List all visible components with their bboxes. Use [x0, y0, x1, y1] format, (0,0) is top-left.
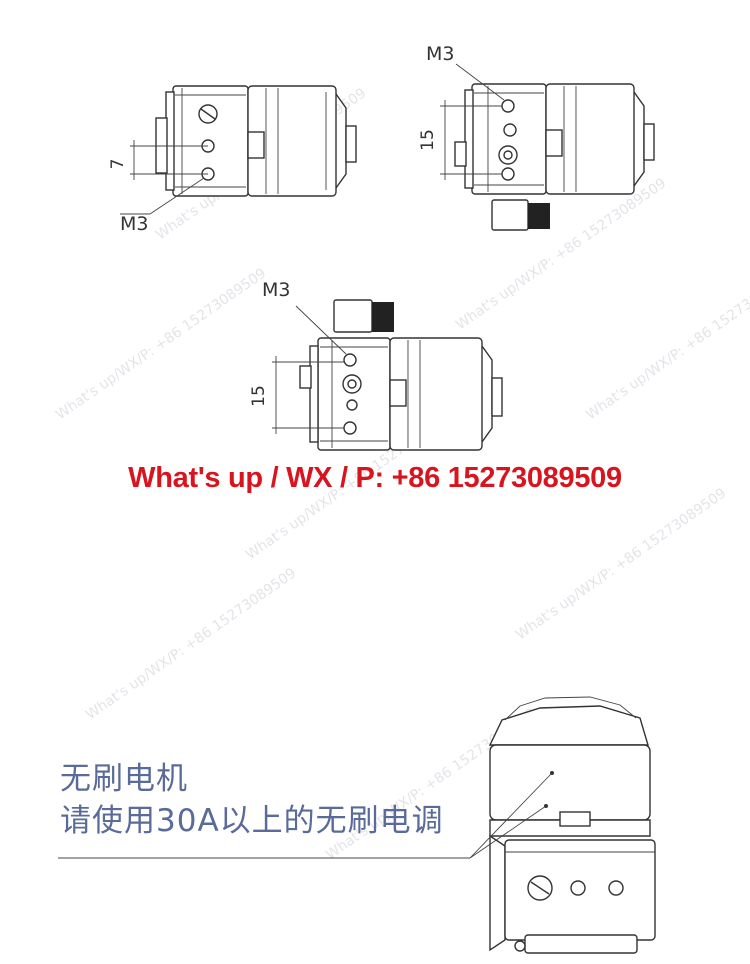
note-line-1: 无刷电机: [60, 761, 188, 797]
m3-callout: M3: [426, 43, 454, 65]
motor-note: 无刷电机 请使用30A以上的无刷电调: [60, 758, 444, 842]
watermark: What's up/WX/P: +86 15273089509: [83, 565, 299, 723]
motor-drawing-top-right: 15 M3: [418, 43, 655, 231]
m3-callout: M3: [120, 213, 148, 235]
watermark: What's up/WX/P: +86 15273089509: [583, 265, 750, 423]
motor-drawing-middle: 15 M3: [249, 279, 503, 451]
motor-perspective-bottom: [58, 696, 656, 954]
note-line-2: 请使用30A以上的无刷电调: [60, 803, 444, 839]
dim-label: 7: [108, 159, 128, 170]
watermark: What's up/WX/P: +86 15273089509: [513, 485, 729, 643]
dim-label: 15: [249, 385, 269, 407]
m3-callout: M3: [262, 279, 290, 301]
dim-label: 15: [418, 129, 438, 151]
contact-banner: What's up / WX / P: +86 15273089509: [128, 462, 622, 494]
watermark: What's up/WX/P: +86 15273089509: [453, 175, 669, 333]
watermark: What's up/WX/P: +86 15273089509: [53, 265, 269, 423]
motor-drawing-top-left: 7 M3: [108, 85, 357, 235]
